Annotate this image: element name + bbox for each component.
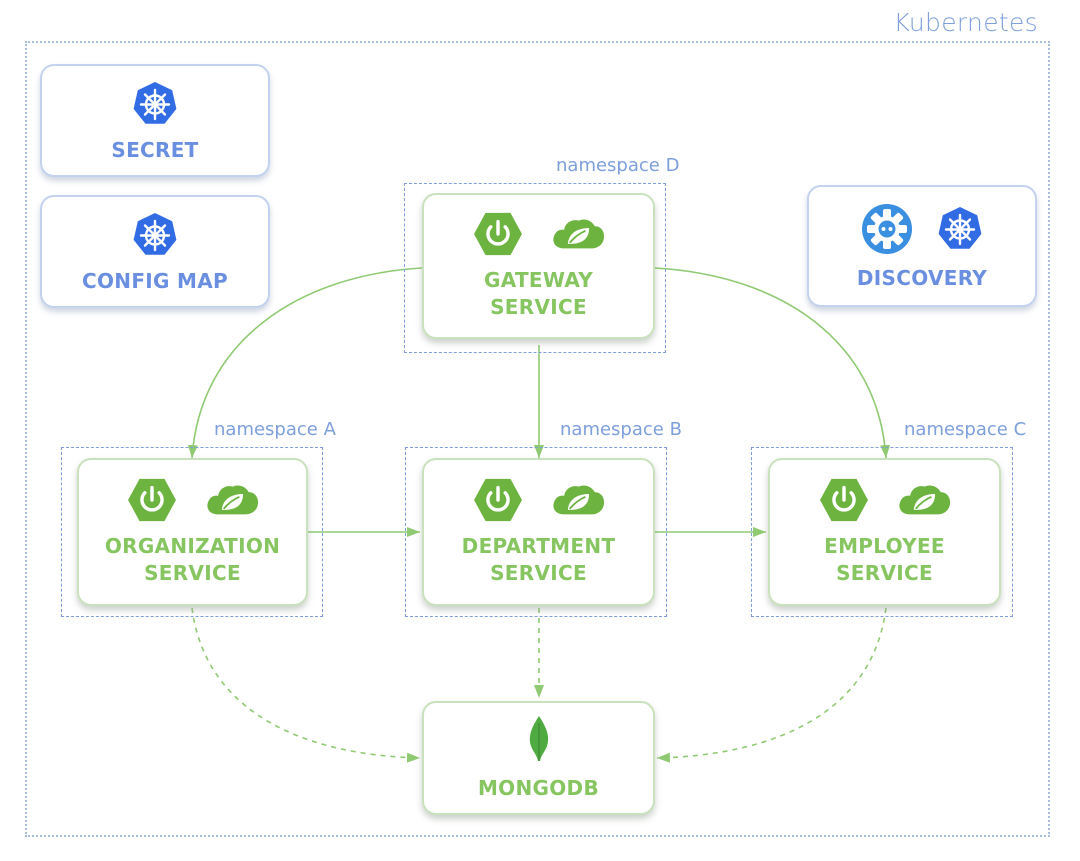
spring-cloud-icon [550, 482, 606, 519]
secret-card: SECRET [40, 64, 270, 177]
kubernetes-title: Kubernetes [893, 8, 1038, 37]
kubernetes-cluster-frame [25, 41, 1050, 837]
department-label-line-1: DEPARTMENT [461, 534, 616, 558]
spring-boot-icon [472, 211, 524, 257]
kubernetes-icon [936, 205, 984, 253]
kubernetes-icon [131, 80, 179, 128]
gateway-service-card: GATEWAY SERVICE [422, 193, 655, 339]
secret-label: SECRET [111, 137, 199, 162]
mongodb-icon [527, 715, 551, 763]
department-service-card: DEPARTMENT SERVICE [422, 458, 655, 606]
namespace-b-label: namespace B [560, 419, 682, 440]
discovery-label: DISCOVERY [856, 266, 988, 290]
employee-service-card: EMPLOYEE SERVICE [768, 458, 1001, 606]
spring-cloud-icon [550, 216, 606, 253]
namespace-b-box [405, 447, 667, 617]
spring-cloud-icon [896, 482, 952, 519]
spring-boot-icon [472, 477, 524, 523]
discovery-card: DISCOVERY [807, 185, 1037, 307]
employee-label-line-1: EMPLOYEE [824, 534, 945, 558]
edge-employee-mongodb [656, 607, 887, 763]
spring-boot-icon [126, 477, 178, 523]
edge-gateway-organization [187, 267, 423, 459]
gateway-label-line-1: GATEWAY [484, 268, 593, 292]
spring-boot-icon [818, 477, 870, 523]
namespace-c-box [751, 447, 1013, 617]
kubernetes-icon [131, 211, 179, 259]
discovery-gear-icon [860, 202, 914, 256]
config-map-card: CONFIG MAP [40, 195, 270, 308]
employee-label-line-2: SERVICE [836, 561, 933, 585]
namespace-a-label: namespace A [214, 419, 336, 440]
organization-label-line-2: SERVICE [144, 561, 241, 585]
mongodb-label: MONGODB [477, 775, 599, 800]
department-label-line-2: SERVICE [490, 561, 587, 585]
mongodb-card: MONGODB [422, 701, 655, 815]
edge-organization-mongodb [191, 607, 421, 763]
namespace-d-label: namespace D [556, 155, 680, 176]
namespace-d-box [404, 183, 666, 353]
organization-label-line-1: ORGANIZATION [104, 534, 281, 558]
spring-cloud-icon [204, 482, 260, 519]
gateway-label-line-2: SERVICE [490, 295, 587, 319]
edge-gateway-employee [654, 267, 891, 459]
config-map-label: CONFIG MAP [82, 268, 228, 293]
namespace-c-label: namespace C [904, 419, 1027, 440]
namespace-a-box [61, 447, 323, 617]
organization-service-card: ORGANIZATION SERVICE [77, 458, 308, 606]
